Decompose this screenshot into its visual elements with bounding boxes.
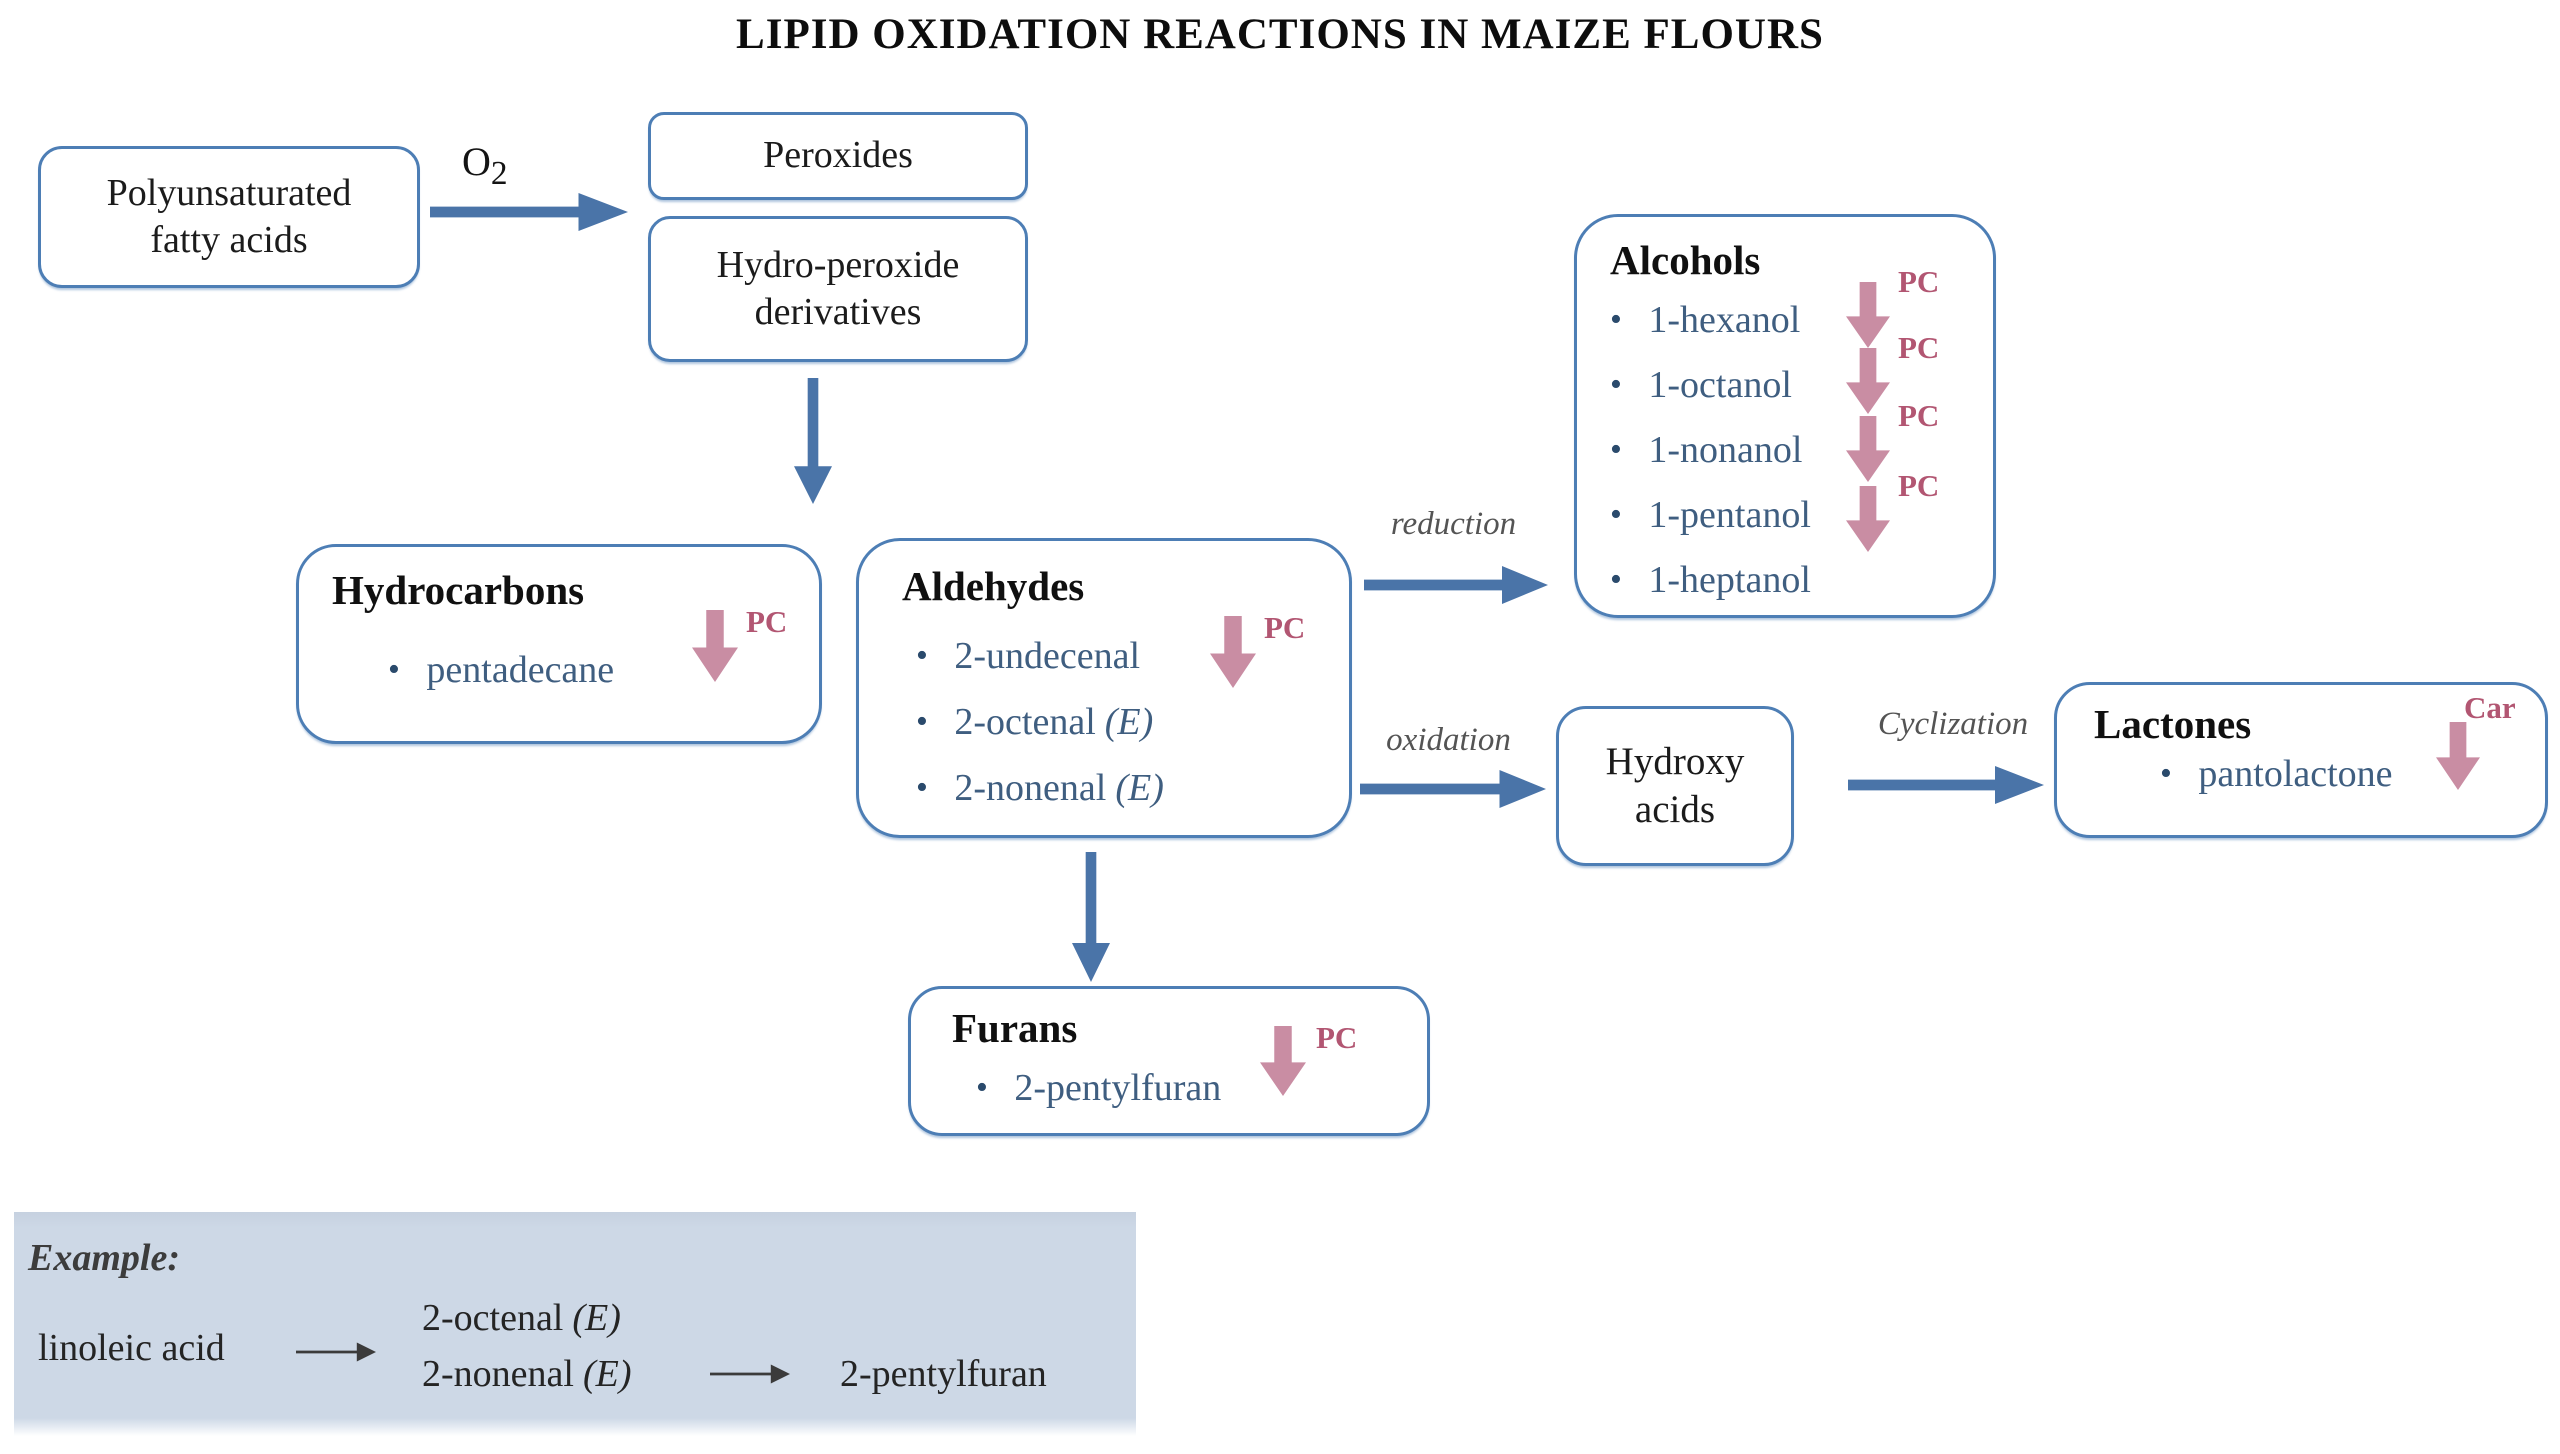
- e-isomer-tag: (E): [572, 1297, 621, 1339]
- edge-label-cyclization: Cyclization: [1877, 706, 2029, 742]
- example-panel: Example: linoleic acid 2-octenal(E) 2-no…: [14, 1212, 1136, 1436]
- arrow-pufa-to-peroxides: [430, 193, 628, 231]
- compound-name: 2-undecenal: [954, 635, 1141, 677]
- node-alcohols: [1574, 214, 1996, 618]
- o2-symbol: O: [462, 139, 491, 184]
- node-label-line: Hydroxy: [1605, 739, 1745, 783]
- arrow-cyclization: [1848, 766, 2044, 804]
- node-peroxides: Peroxides: [648, 112, 1028, 200]
- list-item: 2-undecenal: [916, 634, 1140, 678]
- compound-name: 2-pentylfuran: [1014, 1067, 1222, 1109]
- e-isomer-tag: (E): [582, 1353, 632, 1395]
- pc-marker: PC: [1898, 468, 1940, 503]
- e-isomer-tag: (E): [1115, 767, 1164, 809]
- compound-name: 1-octanol: [1648, 364, 1792, 406]
- list-item: pantolactone: [2160, 752, 2393, 796]
- example-source: linoleic acid: [38, 1327, 225, 1369]
- pc-marker: PC: [1898, 264, 1940, 299]
- list-item: 2-nonenal(E): [916, 766, 1164, 810]
- example-product: 2-pentylfuran: [840, 1353, 1047, 1395]
- edge-label-reduction: reduction: [1390, 506, 1517, 542]
- node-label: Peroxides: [763, 134, 913, 177]
- example-heading: Example:: [28, 1237, 180, 1279]
- node-label-line: acids: [1634, 788, 1716, 831]
- hydrocarbons-title: Hydrocarbons: [332, 567, 585, 613]
- arrow-reduction: [1364, 566, 1548, 604]
- thin-arrow-icon: [296, 1342, 376, 1362]
- list-item: 2-octenal(E): [916, 700, 1153, 744]
- thin-arrow-icon: [710, 1364, 790, 1384]
- list-item: 2-pentylfuran: [976, 1066, 1221, 1110]
- furans-title: Furans: [952, 1005, 1078, 1051]
- pc-marker: PC: [746, 604, 788, 639]
- pc-marker: PC: [1898, 398, 1940, 433]
- list-item: 1-hexanol: [1610, 298, 1800, 342]
- list-item: pentadecane: [388, 648, 614, 692]
- aldehydes-title: Aldehydes: [902, 563, 1085, 609]
- lactones-title: Lactones: [2094, 701, 2252, 747]
- example-intermediate: 2-nonenal(E): [422, 1352, 631, 1396]
- o2-subscript: 2: [490, 155, 508, 192]
- compound-name: 2-nonenal: [954, 767, 1107, 809]
- node-label-line: Hydro-peroxide: [716, 243, 960, 286]
- pc-marker: PC: [1264, 610, 1306, 645]
- compound-name: 2-nonenal: [422, 1353, 574, 1395]
- diagram-title: LIPID OXIDATION REACTIONS IN MAIZE FLOUR…: [736, 11, 1824, 58]
- list-item: 1-octanol: [1610, 363, 1792, 407]
- node-label-line: Polyunsaturated: [106, 171, 352, 214]
- node-label-line: derivatives: [754, 291, 922, 333]
- compound-name: 1-hexanol: [1648, 299, 1801, 341]
- compound-name: 2-octenal: [954, 701, 1096, 743]
- list-item: 1-pentanol: [1610, 493, 1811, 537]
- e-isomer-tag: (E): [1104, 701, 1154, 743]
- arrow-hydroperoxide-to-aldehydes: [794, 378, 832, 504]
- compound-name: 1-pentanol: [1648, 494, 1811, 536]
- pc-marker: PC: [1898, 330, 1940, 365]
- compound-name: pentadecane: [426, 649, 615, 691]
- edge-label-oxidation: oxidation: [1386, 722, 1511, 758]
- example-intermediate: 2-octenal(E): [422, 1296, 621, 1340]
- list-item: 1-nonanol: [1610, 428, 1802, 472]
- o2-label: O2: [462, 138, 508, 193]
- arrow-oxidation: [1360, 770, 1546, 808]
- compound-name: 1-heptanol: [1648, 559, 1811, 601]
- compound-name: pantolactone: [2198, 753, 2393, 795]
- car-marker: Car: [2464, 690, 2516, 725]
- alcohols-title: Alcohols: [1610, 237, 1761, 283]
- node-hydrocarbons: [296, 544, 822, 744]
- compound-name: 1-nonanol: [1648, 429, 1803, 471]
- node-furans: [908, 986, 1430, 1136]
- arrow-aldehydes-to-furans: [1072, 852, 1110, 982]
- list-item: 1-heptanol: [1610, 558, 1811, 602]
- node-hydroperoxide-derivatives: Hydro-peroxide derivatives: [648, 216, 1028, 362]
- node-hydroxy-acids: Hydroxy acids: [1556, 706, 1794, 866]
- node-polyunsaturated-fatty-acids: Polyunsaturated fatty acids: [38, 146, 420, 288]
- node-label-line: fatty acids: [150, 219, 308, 261]
- compound-name: 2-octenal: [422, 1297, 564, 1339]
- pc-marker: PC: [1316, 1020, 1358, 1055]
